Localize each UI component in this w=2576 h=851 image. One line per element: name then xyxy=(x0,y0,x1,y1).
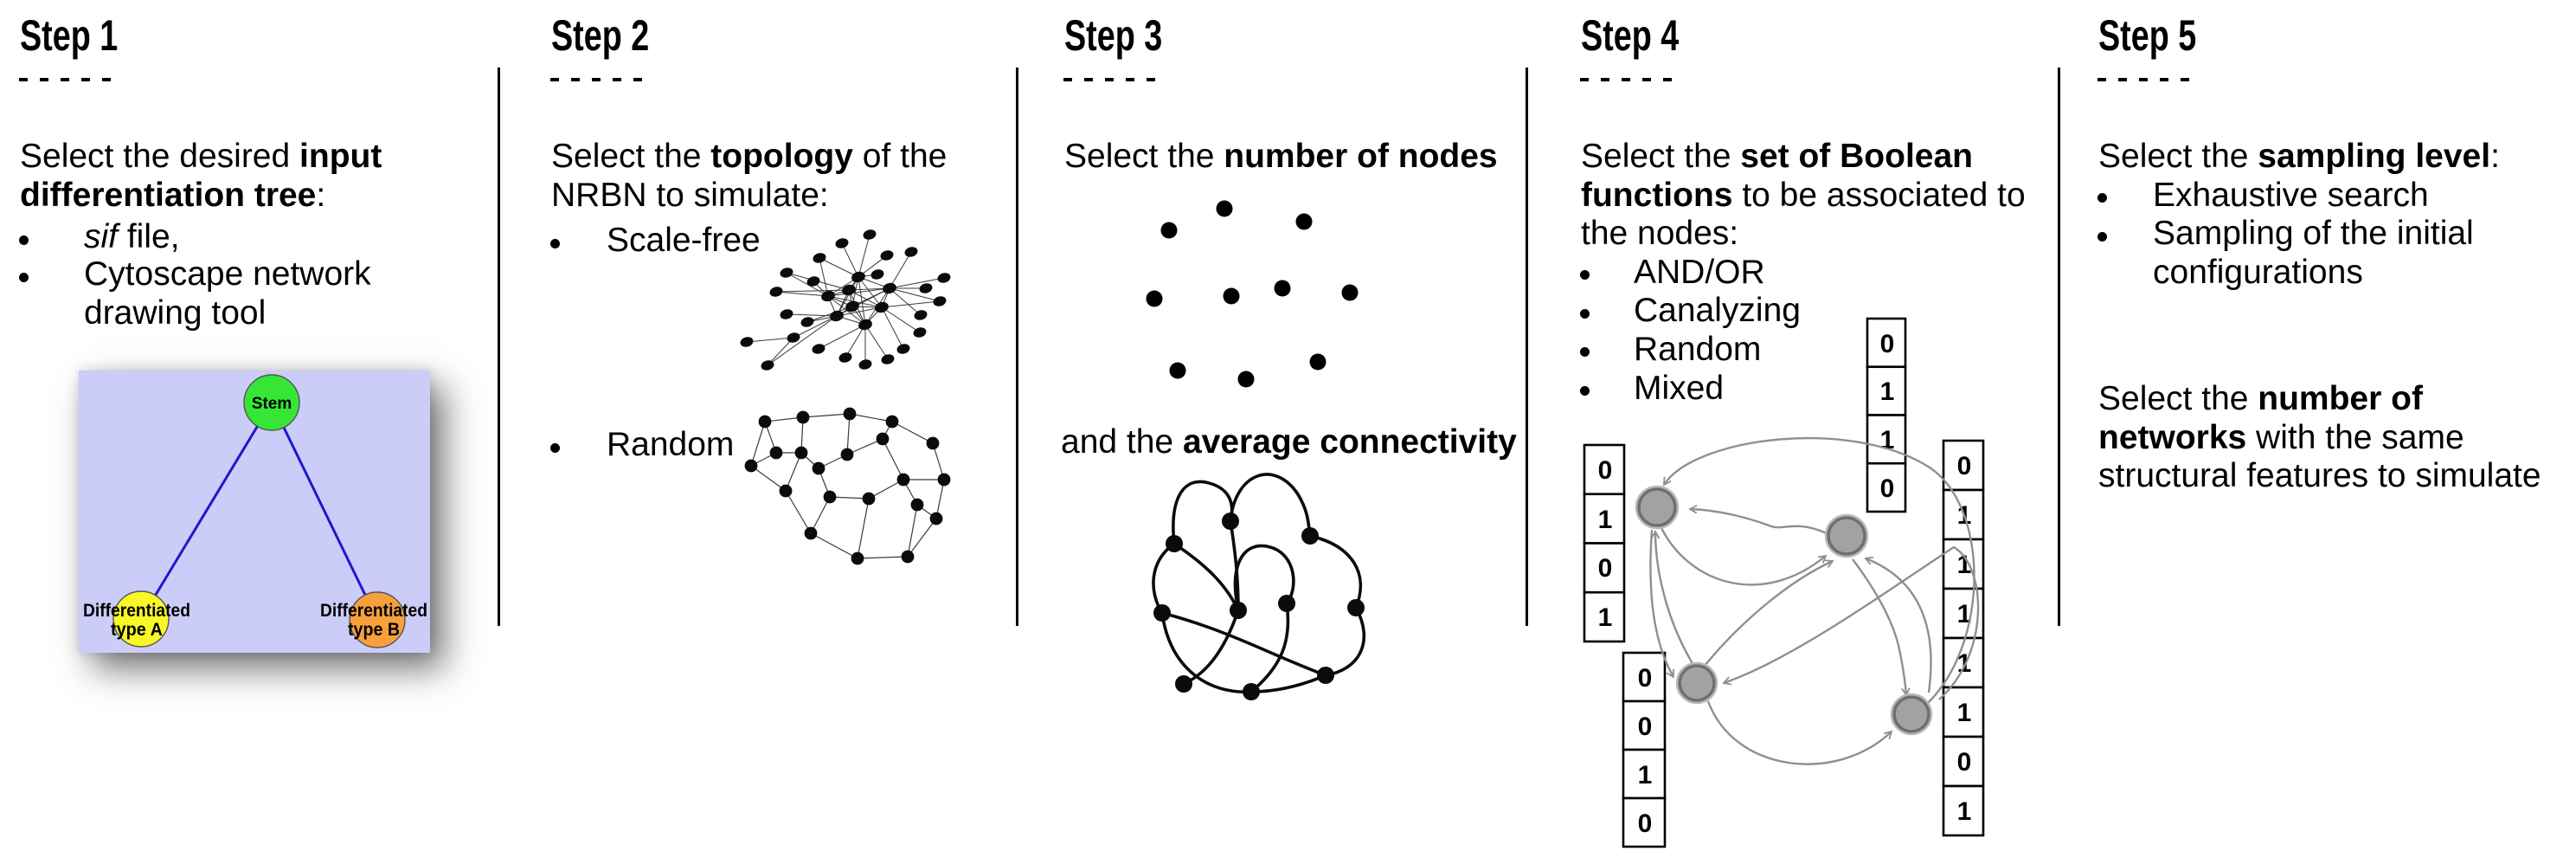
svg-text:type A: type A xyxy=(111,620,163,640)
svg-text:0: 0 xyxy=(1957,748,1972,777)
svg-text:1: 1 xyxy=(1598,603,1613,632)
svg-text:1: 1 xyxy=(1957,600,1972,629)
svg-text:0: 0 xyxy=(1880,474,1895,503)
svg-text:1: 1 xyxy=(1957,551,1972,579)
svg-text:0: 0 xyxy=(1598,554,1613,583)
svg-text:0: 0 xyxy=(1638,712,1653,741)
svg-text:0: 0 xyxy=(1957,452,1972,480)
svg-text:1: 1 xyxy=(1880,377,1895,406)
svg-text:1: 1 xyxy=(1957,699,1972,727)
svg-text:Differentiated: Differentiated xyxy=(83,601,190,621)
svg-text:1: 1 xyxy=(1598,506,1613,534)
svg-text:Differentiated: Differentiated xyxy=(320,601,427,621)
svg-text:0: 0 xyxy=(1598,456,1613,485)
svg-text:0: 0 xyxy=(1880,330,1895,358)
svg-text:1: 1 xyxy=(1957,797,1972,826)
svg-text:Stem: Stem xyxy=(252,395,292,413)
svg-text:type B: type B xyxy=(348,620,400,640)
svg-text:1: 1 xyxy=(1638,761,1653,790)
svg-text:0: 0 xyxy=(1638,664,1653,693)
svg-text:0: 0 xyxy=(1638,809,1653,838)
